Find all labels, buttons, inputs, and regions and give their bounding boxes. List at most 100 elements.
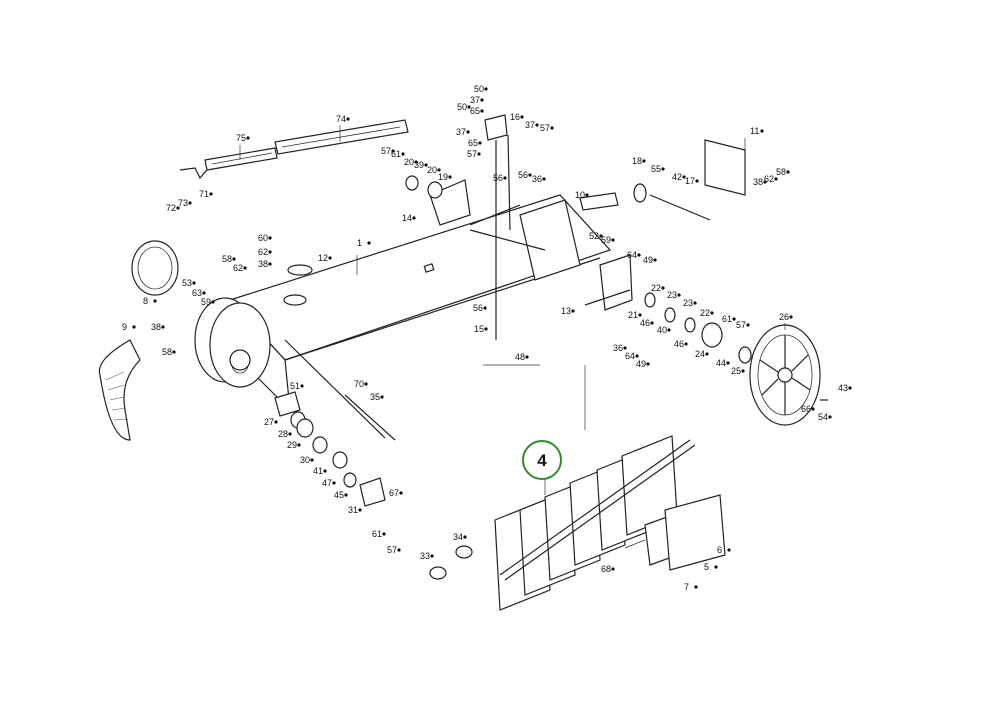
part-number-label: 30: [300, 455, 310, 465]
label-dot: [661, 167, 665, 171]
part-number-label: 1: [357, 238, 362, 248]
label-dot: [399, 491, 403, 495]
part-number-label: 72: [166, 203, 176, 213]
label-dot: [520, 115, 524, 119]
label-dot: [332, 481, 336, 485]
part-number-label: 18: [632, 156, 642, 166]
part-number-label: 20: [427, 165, 437, 175]
part-number-label: 73: [178, 198, 188, 208]
part-number-label: 58: [222, 254, 232, 264]
leader-lines: [239, 125, 786, 495]
label-dot: [477, 152, 481, 156]
part-number-label: 65: [470, 106, 480, 116]
label-dot: [380, 395, 384, 399]
part-number-label: 46: [674, 339, 684, 349]
label-dot: [646, 362, 650, 366]
part-number-label: 44: [716, 358, 726, 368]
part-number-label: 57: [540, 123, 550, 133]
part-number-label: 55: [651, 164, 661, 174]
part-number-label: 50: [474, 84, 484, 94]
label-dot: [209, 192, 213, 196]
part-number-label: 57: [387, 545, 397, 555]
part-number-label: 52: [589, 231, 599, 241]
part-number-label: 27: [264, 417, 274, 427]
label-dot: [694, 585, 698, 589]
part-number-label: 50: [457, 102, 467, 112]
label-dot: [246, 136, 250, 140]
label-dot: [484, 327, 488, 331]
part-number-label: 48: [515, 352, 525, 362]
label-dot: [401, 152, 405, 156]
part-number-label: 17: [685, 176, 695, 186]
part-number-label: 58: [776, 167, 786, 177]
label-dot: [710, 311, 714, 315]
label-dot: [638, 313, 642, 317]
label-dot: [661, 286, 665, 290]
label-dot: [682, 175, 686, 179]
part-number-label: 56: [473, 303, 483, 313]
part-number-label: 38: [151, 322, 161, 332]
label-dot: [714, 565, 718, 569]
label-dot: [188, 201, 192, 205]
part-number-label: 61: [391, 149, 401, 159]
label-dot: [535, 123, 539, 127]
label-dot: [437, 168, 441, 172]
part-number-label: 22: [651, 283, 661, 293]
label-dot: [789, 315, 793, 319]
label-dot: [763, 180, 767, 184]
label-dot: [684, 342, 688, 346]
label-dot: [382, 532, 386, 536]
label-dot: [463, 535, 467, 539]
label-dot: [811, 407, 815, 411]
label-dot: [297, 443, 301, 447]
label-dot: [310, 458, 314, 462]
label-dot: [367, 241, 371, 245]
part-number-label: 59: [601, 235, 611, 245]
label-dot: [503, 176, 507, 180]
part-number-label: 24: [695, 349, 705, 359]
part-number-label: 65: [468, 138, 478, 148]
label-dot: [288, 432, 292, 436]
label-dot: [774, 177, 778, 181]
label-dot: [328, 256, 332, 260]
part-number-label: 61: [372, 529, 382, 539]
label-dot: [344, 493, 348, 497]
label-dot: [571, 309, 575, 313]
label-dot: [268, 250, 272, 254]
part-number-label: 14: [402, 213, 412, 223]
part-number-label: 70: [354, 379, 364, 389]
label-dot: [364, 382, 368, 386]
label-dot: [635, 354, 639, 358]
label-dot: [650, 321, 654, 325]
part-number-label: 62: [764, 174, 774, 184]
part-number-label: 61: [722, 314, 732, 324]
label-dot: [466, 130, 470, 134]
part-number-label: 64: [627, 250, 637, 260]
label-dot: [480, 98, 484, 102]
part-number-label: 37: [470, 95, 480, 105]
part-number-label: 21: [628, 310, 638, 320]
label-dot: [192, 281, 196, 285]
top-rail-assembly: [179, 119, 409, 180]
part-number-label: 23: [683, 298, 693, 308]
label-dot: [412, 216, 416, 220]
label-dot: [483, 306, 487, 310]
part-number-label: 59: [201, 297, 211, 307]
label-dot: [550, 126, 554, 130]
label-dot: [274, 420, 278, 424]
highlight-callout: 4: [522, 440, 562, 480]
label-dot: [243, 266, 247, 270]
part-number-label: 49: [636, 359, 646, 369]
part-number-label: 71: [199, 189, 209, 199]
label-dot: [585, 193, 589, 197]
label-dot: [653, 258, 657, 262]
part-number-label: 53: [182, 278, 192, 288]
part-number-label: 67: [389, 488, 399, 498]
part-number-label: 23: [667, 290, 677, 300]
part-number-label: 38: [258, 259, 268, 269]
part-number-label: 31: [348, 505, 358, 515]
part-number-label: 36: [613, 343, 623, 353]
part-number-label: 74: [336, 114, 346, 124]
part-number-label: 41: [313, 466, 323, 476]
